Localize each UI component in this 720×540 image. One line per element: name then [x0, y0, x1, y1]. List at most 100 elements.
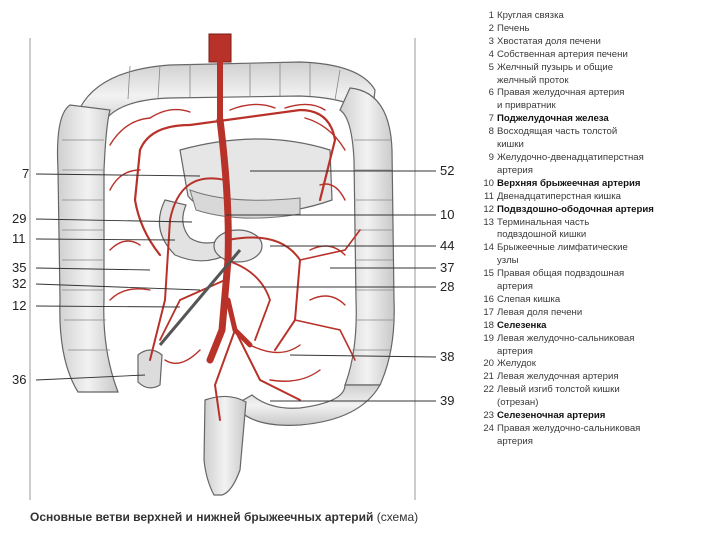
aorta-upper: [208, 33, 232, 63]
legend-text: Левая доля печени: [497, 306, 583, 318]
legend-number: 5: [488, 61, 494, 73]
body-outline: [29, 38, 416, 500]
legend-text: Слепая кишка: [497, 293, 561, 305]
legend-item: артерия: [482, 281, 712, 294]
legend-text: Желудочно-двенадцатиперстная: [497, 151, 644, 163]
legend-text: Восходящая часть толстой: [497, 126, 618, 138]
callout-38: 38: [440, 349, 454, 364]
legend-number: 16: [483, 293, 494, 305]
instrument-probe: [158, 249, 242, 346]
legend-text: Подвздошно-ободочная артерия: [497, 203, 654, 215]
legend-text: узлы: [497, 255, 519, 267]
legend-item: артерия: [482, 346, 712, 359]
legend-number: 11: [484, 190, 494, 202]
callout-labels: 7 29 11 35 32 12 36 52 10 44 37 28 38 39: [12, 163, 454, 408]
legend-number: [482, 397, 494, 410]
legend-text: Правая желудочно-сальниковая: [497, 423, 641, 434]
callout-7: 7: [22, 166, 29, 181]
legend-number: [482, 100, 494, 113]
legend-text: Поджелудочная железа: [497, 113, 609, 125]
legend-text: Брыжеечные лимфатические: [497, 242, 628, 254]
legend-text: подвздошной кишки: [497, 229, 587, 241]
legend-text: кишки: [497, 139, 524, 151]
callout-44: 44: [440, 238, 454, 253]
legend-text: (отрезан): [497, 397, 539, 409]
legend-number: 20: [483, 358, 494, 370]
legend-number: 18: [483, 319, 494, 331]
legend-text: Круглая связка: [497, 10, 564, 21]
legend-number: 2: [488, 22, 494, 34]
legend-text: артерия: [497, 345, 533, 357]
legend-number: 17: [483, 306, 494, 318]
duodenal-loop: [213, 229, 263, 263]
callout-32: 32: [12, 276, 26, 291]
legend-number: 1: [488, 10, 494, 21]
legend-number: 24: [483, 423, 494, 434]
legend-text: Желудок: [497, 358, 536, 370]
legend-number: 9: [488, 151, 494, 163]
callout-52: 52: [440, 163, 454, 178]
legend-text: Селезеночная артерия: [497, 410, 606, 422]
legend-number: [482, 229, 494, 242]
legend-text: Левая желудочная артерия: [497, 371, 619, 383]
legend-number: [482, 75, 494, 88]
figure-caption: Основные ветви верхней и нижней брыжеечн…: [30, 510, 590, 524]
legend-number: 23: [483, 410, 494, 422]
legend-text: Собственная артерия печени: [497, 48, 628, 60]
legend-text: Левый изгиб толстой кишки: [497, 384, 620, 396]
legend-number: 19: [483, 332, 494, 344]
legend-number: 6: [488, 87, 494, 99]
legend-item: желчный проток: [482, 75, 712, 88]
legend-item: узлы: [482, 255, 712, 268]
legend-number: 7: [488, 113, 494, 125]
legend-text: Правая общая подвздошная: [497, 268, 625, 280]
legend-text: Правая желудочная артерия: [497, 87, 625, 99]
legend-item: артерия: [482, 165, 712, 178]
legend-item: и привратник: [482, 100, 712, 113]
legend-number: 15: [483, 268, 494, 280]
legend-text: Селезенка: [497, 319, 547, 331]
caption-normal: (схема): [373, 510, 419, 524]
legend-item: подвздошной кишки: [482, 229, 712, 242]
callout-37: 37: [440, 260, 454, 275]
legend-text: артерия: [497, 435, 533, 447]
legend-text: Хвостатая доля печени: [497, 35, 601, 47]
legend-number: [482, 281, 494, 294]
legend-item: артерия: [482, 436, 712, 449]
cecum: [137, 349, 163, 389]
legend-number: 21: [483, 371, 494, 383]
callout-29: 29: [12, 211, 26, 226]
legend-number: 14: [483, 242, 494, 254]
legend-number: 13: [483, 216, 494, 228]
legend-text: Печень: [497, 22, 530, 34]
callout-36: 36: [12, 372, 26, 387]
pancreas: [179, 138, 333, 219]
legend-number: 3: [488, 35, 494, 47]
callout-28: 28: [440, 279, 454, 294]
callout-39: 39: [440, 393, 454, 408]
legend-text: желчный проток: [497, 74, 569, 86]
legend-text: артерия: [497, 164, 533, 176]
legend-text: Желчный пузырь и общие: [497, 61, 614, 73]
legend-text: Терминальная часть: [497, 216, 590, 228]
legend-number: [482, 255, 494, 268]
